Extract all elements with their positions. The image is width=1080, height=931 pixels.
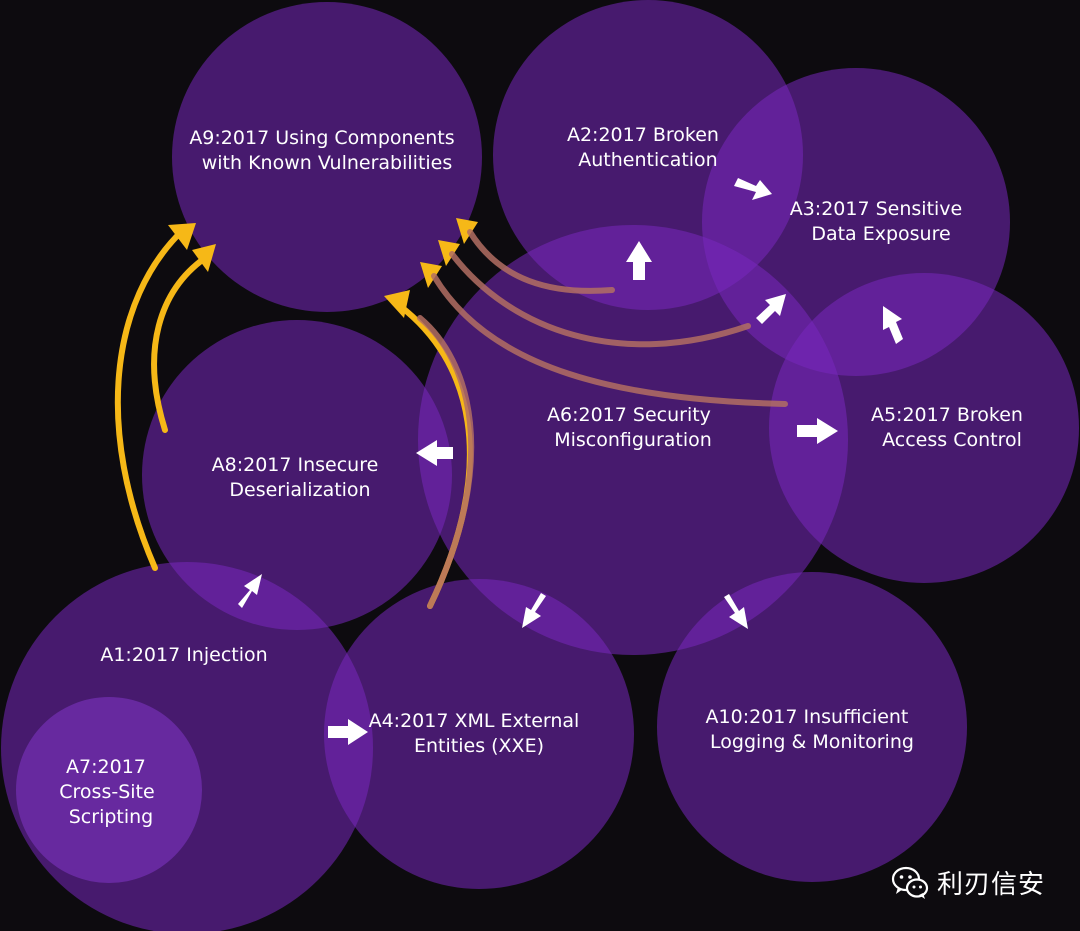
label-a5: A5:2017 Broken Access Control xyxy=(871,404,1029,451)
white-arrow-a6-to-a4 xyxy=(522,593,546,628)
label-a2: A2:2017 Broken Authentication xyxy=(567,124,725,171)
white-arrow-a2-to-a3 xyxy=(734,178,772,200)
white-arrow-a5-to-a3 xyxy=(883,306,903,344)
white-arrow-a6-to-a5 xyxy=(797,418,838,444)
circle-a9 xyxy=(172,2,482,312)
white-arrow-a6-to-a3 xyxy=(756,294,786,324)
circle-a10 xyxy=(657,572,967,882)
arrowhead-a5-to-a9 xyxy=(420,262,442,288)
wechat-icon xyxy=(891,866,929,899)
label-a6: A6:2017 Security Misconfiguration xyxy=(547,404,717,451)
circle-a8 xyxy=(142,320,452,630)
label-a7: A7:2017 Cross-Site Scripting xyxy=(59,756,160,828)
arrow-a1-to-a9-outer xyxy=(114,227,186,571)
white-arrow-a6-to-a8 xyxy=(416,440,453,466)
circle-a6 xyxy=(418,225,848,655)
arrow-a4-curve xyxy=(417,315,475,609)
white-arrow-a1-to-a8 xyxy=(238,574,262,608)
white-arrow-a6-to-a2 xyxy=(626,241,652,280)
arrowhead-a4-to-a9 xyxy=(384,290,410,318)
label-a10: A10:2017 Insufficient Logging & Monitori… xyxy=(706,706,915,753)
arrow-a3-to-a9 xyxy=(449,251,751,348)
circle-a7 xyxy=(16,697,202,883)
arrow-a1-to-a9-inner xyxy=(151,255,208,433)
circle-a5 xyxy=(769,273,1079,583)
arrowhead-a1-to-a9-outer xyxy=(168,223,196,250)
label-a3: A3:2017 Sensitive Data Exposure xyxy=(790,198,969,245)
white-arrow-a6-to-a10 xyxy=(724,594,748,629)
label-a1: A1:2017 Injection xyxy=(100,644,267,666)
label-a4: A4:2017 XML External Entities (XXE) xyxy=(369,710,586,757)
arrow-a2-to-a9 xyxy=(467,229,615,294)
label-a9: A9:2017 Using Components with Known Vuln… xyxy=(189,127,460,174)
arrow-a5-to-a9 xyxy=(431,273,788,407)
watermark-text: 利刃信安 xyxy=(937,870,1046,900)
arrowhead-a1-to-a9-inner xyxy=(192,244,216,272)
circle-a4 xyxy=(324,579,634,889)
label-a8: A8:2017 Insecure Deserialization xyxy=(212,454,385,501)
arrowhead-a3-to-a9 xyxy=(438,240,460,266)
arrowhead-a2-to-a9 xyxy=(456,218,478,244)
white-arrow-a1-to-a4 xyxy=(328,719,368,745)
